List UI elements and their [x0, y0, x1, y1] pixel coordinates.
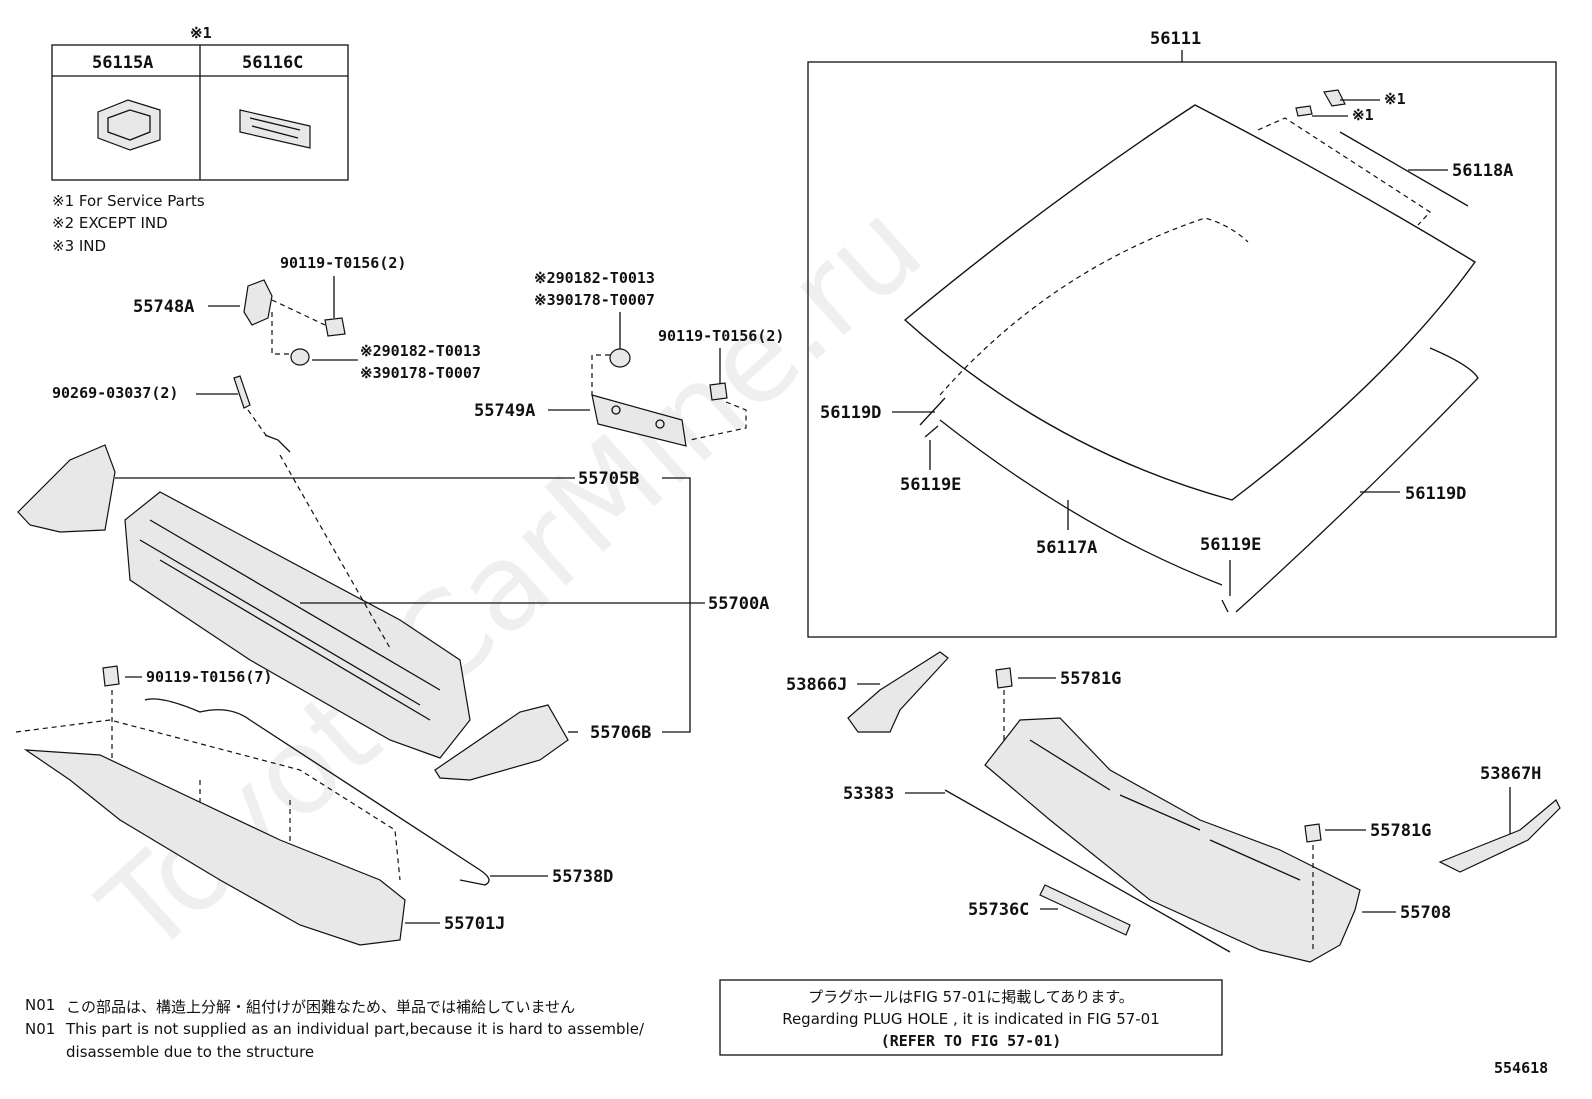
label-55781g-top: 55781G: [1060, 669, 1121, 689]
windshield-group: 56111 ※1 ※1 56118A 56119D 56119E 56117A …: [807, 29, 1557, 638]
bracket-55748a: [243, 279, 273, 326]
seal-55738d: [144, 698, 490, 886]
bracket-55748a-group: 55748A 90119-T0156(2) ※290182-T0013 ※390…: [133, 254, 481, 382]
service-parts-table: ※1 56115A 56116C: [51, 24, 349, 181]
label-90119-mid: 90119-T0156(2): [658, 327, 784, 345]
legend-item-3: ※3 IND: [52, 237, 106, 255]
louver-group: 53866J 55781G 53383 55781G 53867H 55736C…: [786, 651, 1561, 963]
plug-hole-box: [719, 979, 1223, 1056]
seal-53866j: [847, 651, 949, 733]
table-col1-part: 56115A: [92, 53, 153, 73]
label-90119-top: 90119-T0156(2): [280, 254, 406, 272]
table-mark: ※1: [190, 24, 212, 42]
clip-56115a-icon: [97, 99, 161, 151]
bolt-90119-top: [324, 317, 346, 337]
plug-hole-line1: プラグホールはFIG 57-01に掲載してあります。: [808, 988, 1134, 1006]
label-55781g-right: 55781G: [1370, 821, 1431, 841]
louver-55708: [984, 717, 1361, 963]
legend-item-2: ※2 EXCEPT IND: [52, 214, 168, 232]
bracket-55705b: [17, 444, 116, 533]
label-55700a: 55700A: [708, 594, 769, 614]
label-56118a: 56118A: [1452, 161, 1513, 181]
lower-panel-group: 90119-T0156(7) 55701J 55738D: [15, 665, 613, 946]
label-90182-b: ※290182-T0013: [534, 269, 655, 287]
clip-90269-group: 90269-03037(2): [52, 375, 291, 453]
label-90178-b: ※390178-T0007: [534, 291, 655, 309]
note-n01-code-b: N01: [25, 1020, 56, 1038]
label-55701j: 55701J: [444, 914, 505, 934]
seal-53383: [944, 789, 1231, 953]
cowl-panel-group: 55705B 55700A 55706B: [17, 444, 769, 781]
label-mark-1a: ※1: [1384, 90, 1406, 108]
label-53866j: 53866J: [786, 675, 847, 695]
note-n01-code-a: N01: [25, 996, 56, 1014]
clip-55781g-top: [995, 667, 1013, 689]
seal-53867h: [1438, 799, 1561, 873]
plate-56116c-icon: [239, 109, 311, 149]
label-53383: 53383: [843, 784, 894, 804]
label-56111: 56111: [1150, 29, 1201, 49]
label-53867h: 53867H: [1480, 764, 1541, 784]
panel-55701j: [23, 749, 406, 946]
label-55708: 55708: [1400, 903, 1451, 923]
label-90269: 90269-03037(2): [52, 384, 178, 402]
label-55705b: 55705B: [578, 469, 639, 489]
nut-90182-b: [609, 348, 631, 368]
plug-hole-line3: (REFER TO FIG 57-01): [880, 1032, 1062, 1050]
panel-55700a: [124, 491, 471, 759]
note-n01-japanese: この部品は、構造上分解・組付けが困難なため、単品では補給していません: [66, 998, 576, 1016]
label-56119d-right: 56119D: [1405, 484, 1466, 504]
bracket-55706b: [434, 704, 569, 781]
note-n01-english-line1: This part is not supplied as an individu…: [66, 1020, 645, 1038]
label-mark-1b: ※1: [1352, 106, 1374, 124]
table-col1-part-2: 56116C: [242, 53, 303, 73]
windshield-glass: [903, 104, 1477, 501]
label-55706b: 55706B: [590, 723, 651, 743]
bracket-55749a-group: ※290182-T0013 ※390178-T0007 90119-T0156(…: [474, 269, 784, 447]
figure-id: 554618: [1494, 1059, 1548, 1077]
label-55748a: 55748A: [133, 297, 194, 317]
label-56119d-left: 56119D: [820, 403, 881, 423]
nut-90182-a: [290, 348, 310, 366]
plug-hole-line2: Regarding PLUG HOLE , it is indicated in…: [782, 1010, 1160, 1028]
note-n01-english-line2: disassemble due to the structure: [66, 1043, 315, 1061]
label-55749a: 55749A: [474, 401, 535, 421]
label-56117a: 56117A: [1036, 538, 1097, 558]
clip-90269: [233, 375, 251, 409]
bolt-90119-seven: [102, 665, 120, 687]
label-90182-a: ※290182-T0013: [360, 342, 481, 360]
label-90178-a: ※390178-T0007: [360, 364, 481, 382]
legend-item-1: ※1 For Service Parts: [52, 192, 205, 210]
bracket-55749a: [591, 394, 687, 447]
clip-55781g-right: [1304, 823, 1322, 843]
label-55736c: 55736C: [968, 900, 1029, 920]
seal-55736c: [1039, 884, 1131, 936]
label-56119e-left: 56119E: [900, 475, 961, 495]
label-55738d: 55738D: [552, 867, 613, 887]
label-90119-seven: 90119-T0156(7): [146, 668, 272, 686]
label-56119e-bottom: 56119E: [1200, 535, 1261, 555]
bolt-90119-mid: [709, 382, 728, 401]
